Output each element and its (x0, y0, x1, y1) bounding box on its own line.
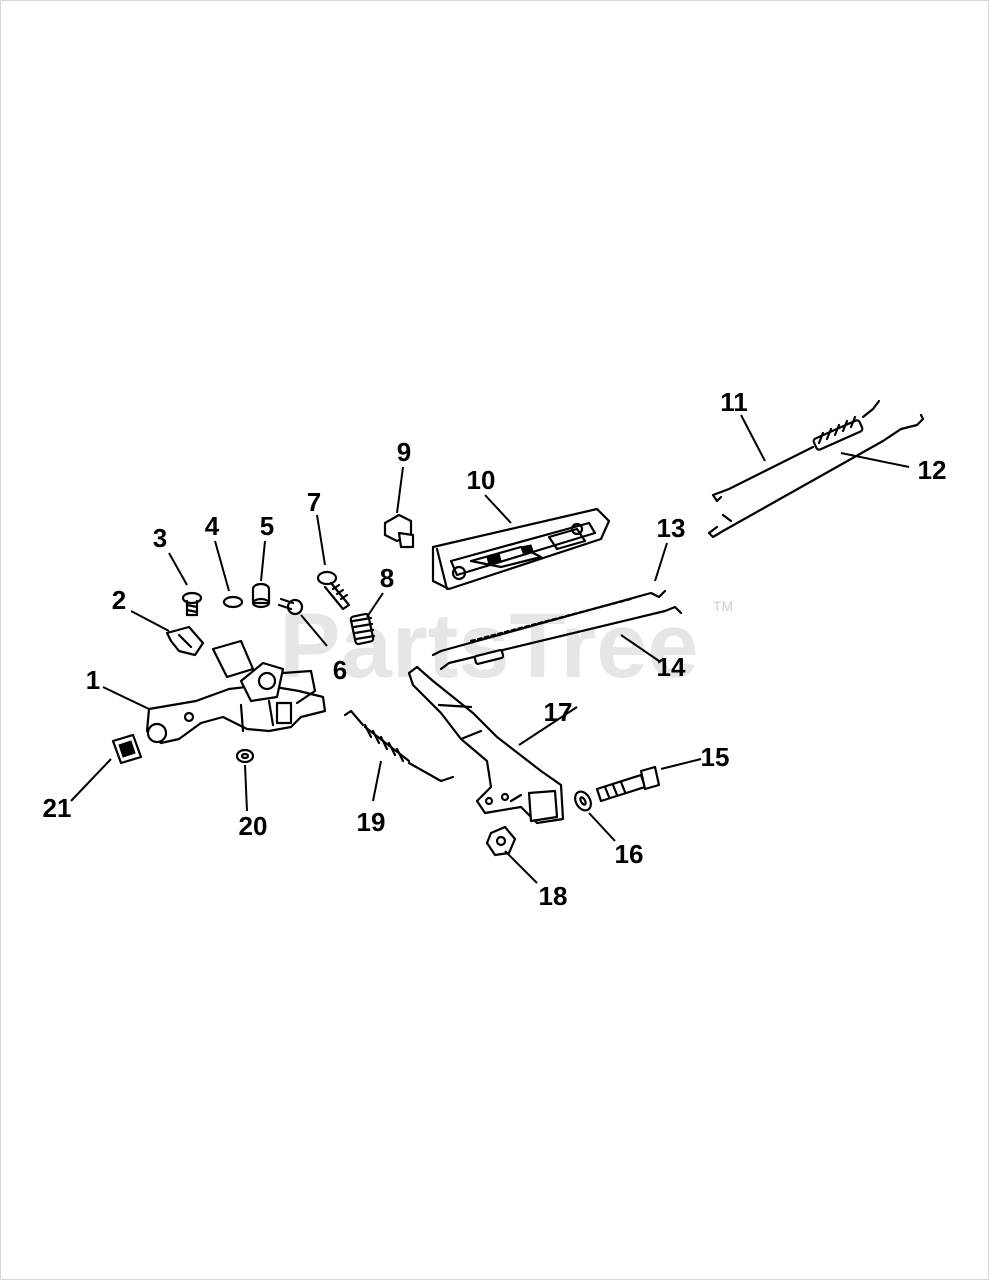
part-21-cap (111, 733, 143, 765)
callout-20: 20 (239, 811, 268, 841)
part-1-bracket (145, 639, 327, 745)
part-13-spring-link (431, 589, 667, 657)
part-2-clip (165, 625, 205, 657)
callout-8: 8 (380, 563, 394, 593)
callout-12: 12 (918, 455, 947, 485)
watermark-trademark: TM (713, 598, 733, 614)
part-7-bolt (316, 570, 351, 611)
part-8-spring (349, 612, 376, 646)
callout-16: 16 (615, 839, 644, 869)
part-17-lever (407, 665, 565, 825)
callout-11: 11 (720, 387, 748, 417)
callout-4: 4 (205, 511, 220, 541)
part-15-bolt (595, 765, 661, 803)
part-6-screw (277, 597, 304, 616)
part-12-rod (707, 413, 925, 539)
leader-lines (70, 414, 910, 884)
part-16-washer (574, 790, 592, 812)
part-5-bushing (251, 582, 271, 609)
part-19-spring (343, 709, 455, 783)
callout-10: 10 (467, 465, 496, 495)
part-11-rod-spring (711, 399, 881, 503)
callout-5: 5 (260, 511, 274, 541)
part-9-knob (383, 513, 415, 549)
callout-21: 21 (43, 793, 72, 823)
callout-14: 14 (657, 652, 686, 682)
watermark-text: PartsTree (279, 595, 698, 697)
callout-19: 19 (357, 807, 386, 837)
callout-9: 9 (397, 437, 411, 467)
callout-1: 1 (86, 665, 100, 695)
callout-7: 7 (307, 487, 321, 517)
callout-15: 15 (701, 742, 730, 772)
part-18-nut (485, 825, 517, 857)
callout-18: 18 (539, 881, 568, 911)
callout-3: 3 (153, 523, 167, 553)
callout-13: 13 (657, 513, 686, 543)
part-4-ring (222, 595, 244, 609)
callout-2: 2 (112, 585, 126, 615)
part-3-screw (181, 591, 203, 617)
part-20-washer (235, 748, 255, 764)
part-10-panel (431, 507, 611, 591)
part-14-link (439, 605, 683, 671)
callout-6: 6 (333, 655, 347, 685)
callout-labels: 1 2 3 4 5 6 7 8 9 10 11 12 13 14 15 16 1… (43, 387, 947, 911)
callout-17: 17 (544, 697, 573, 727)
